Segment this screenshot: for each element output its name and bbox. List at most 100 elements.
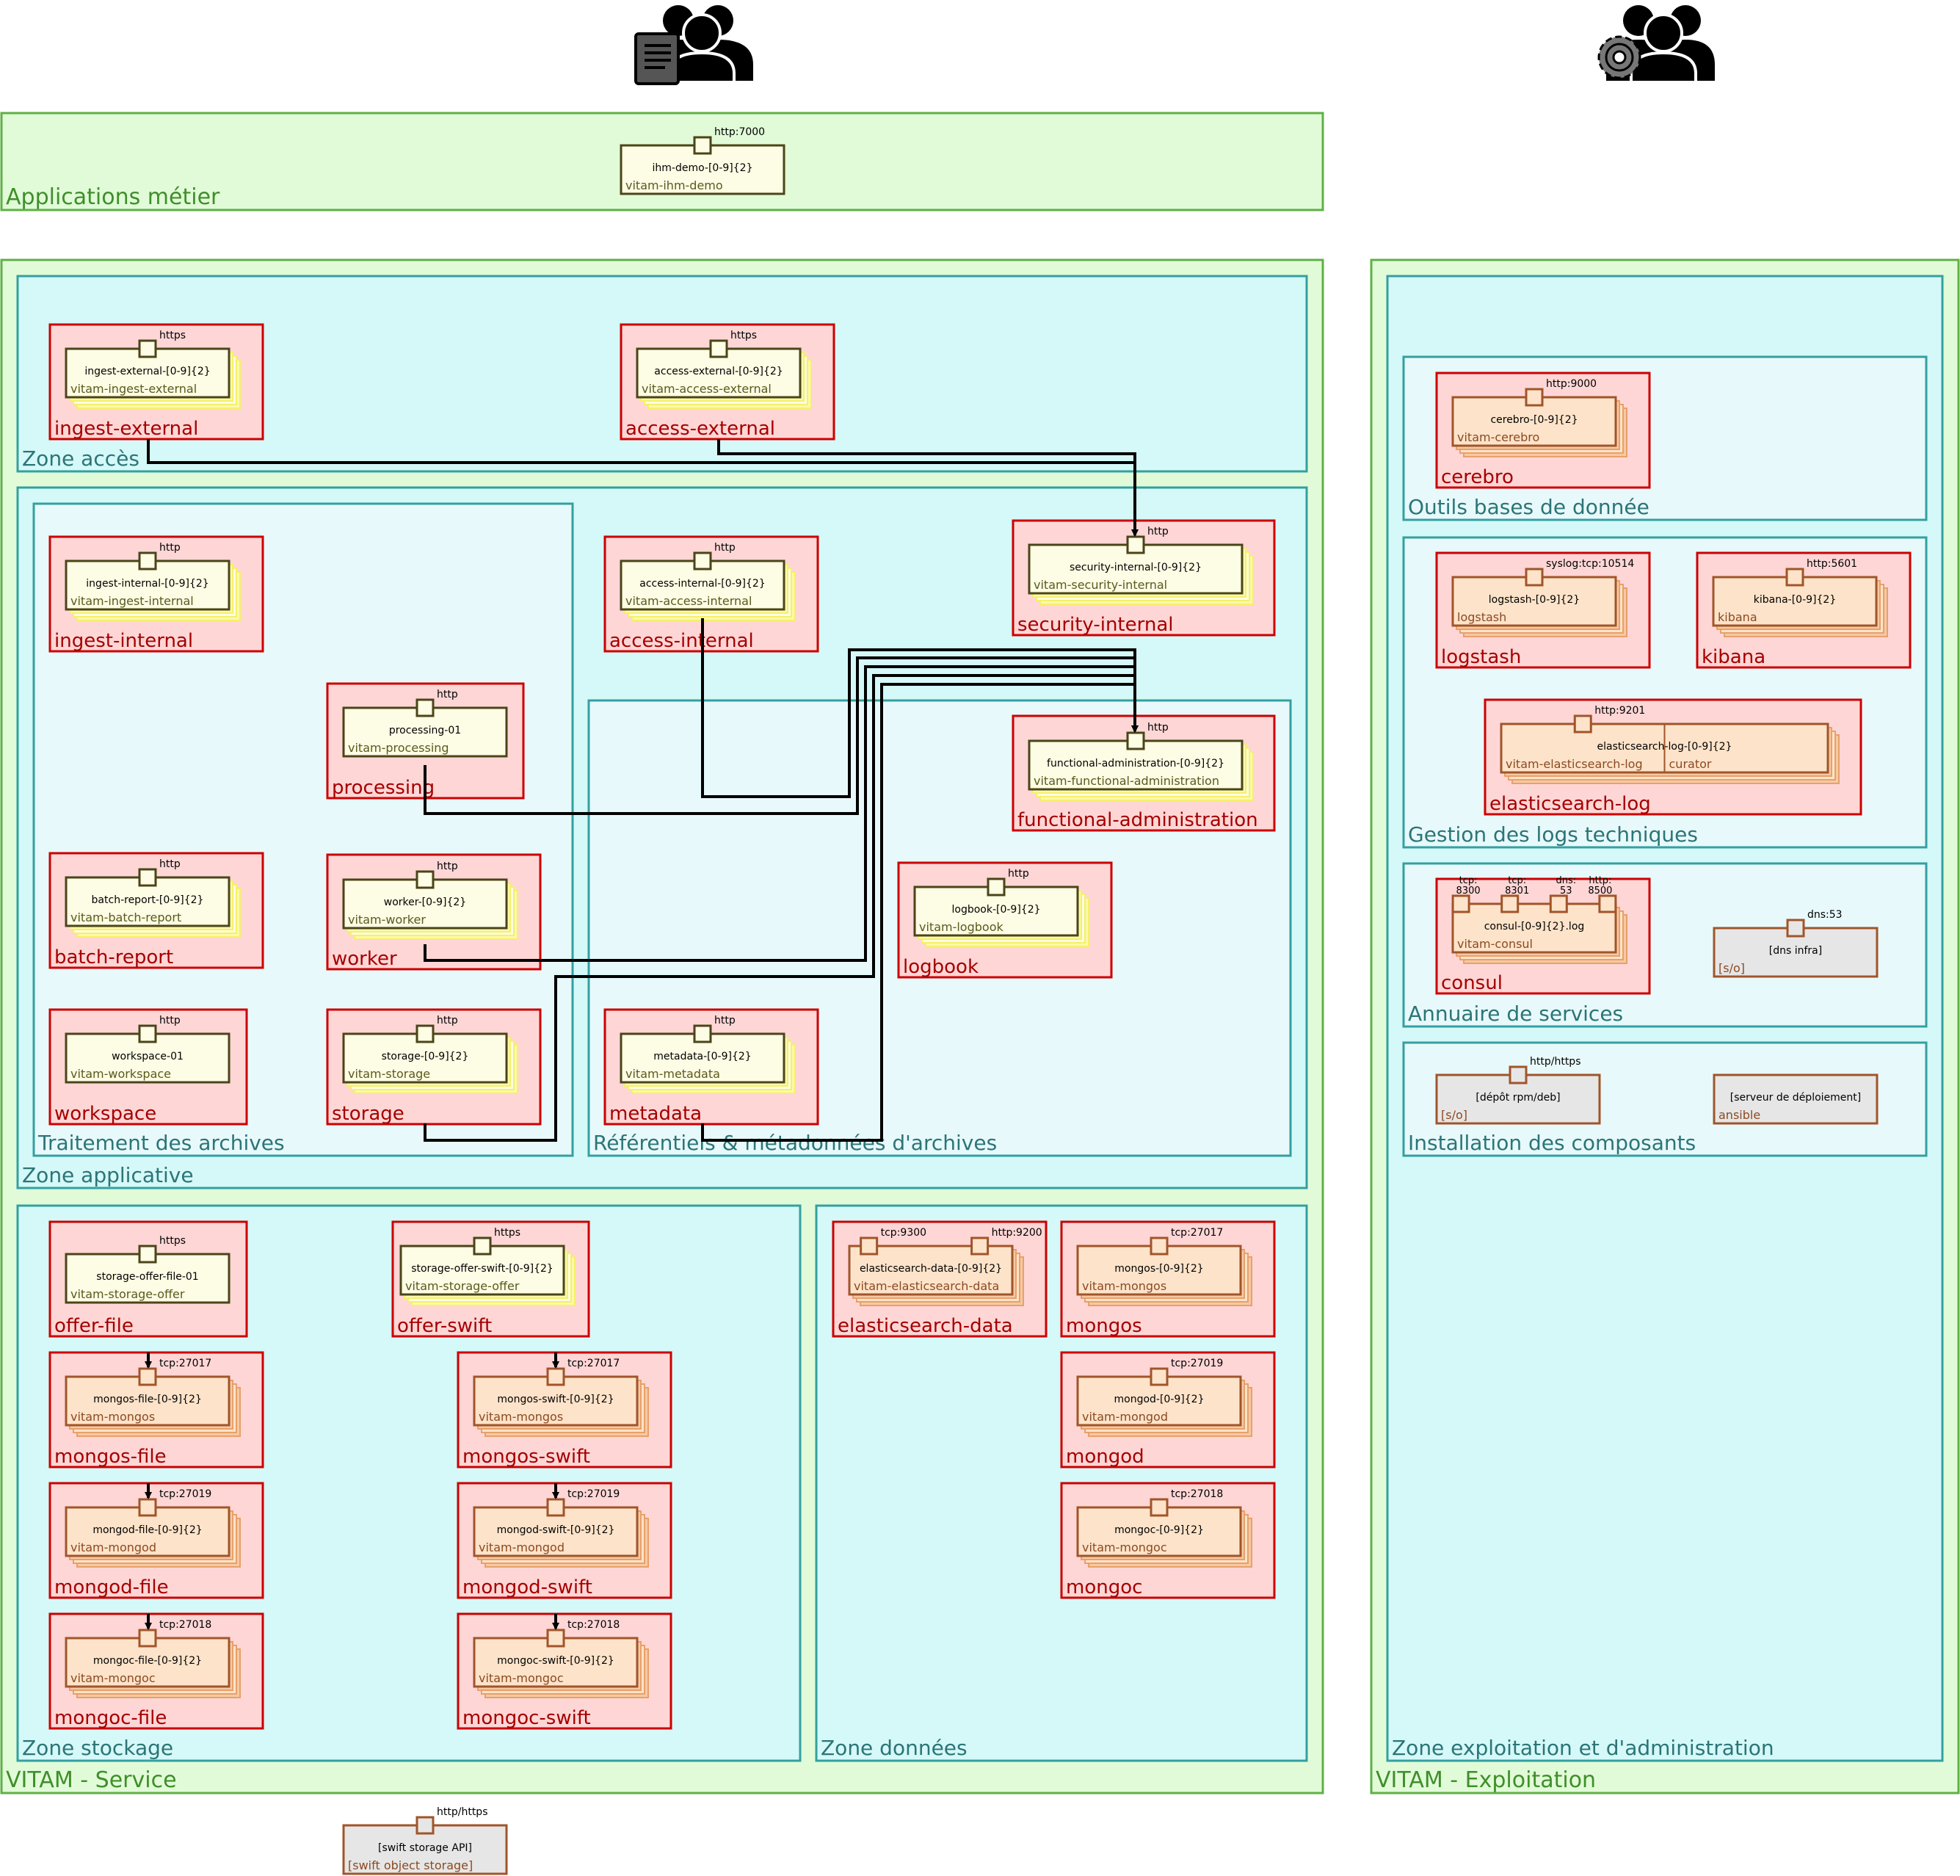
- component-storage-offer-swift[interactable]: storage-offer-swift-[0-9]{2}vitam-storag…: [399, 1227, 576, 1306]
- component-dns-infra[interactable]: [dns infra][s/o]dns:53: [1713, 909, 1879, 978]
- host-mongod-file-label: mongod-file: [54, 1576, 169, 1598]
- component-cerebro-port: http:9000: [1546, 378, 1597, 390]
- component-ingest-internal[interactable]: ingest-internal-[0-9]{2} vitam-ingest-int…: [65, 542, 241, 621]
- port-square: [138, 339, 157, 358]
- component-workspace-service: vitam-workspace: [70, 1067, 171, 1081]
- component-workspace-port: http: [159, 1015, 181, 1026]
- component-consul-port-proto: http:: [1589, 875, 1611, 886]
- component-elasticsearch-data[interactable]: elasticsearch-data-[0-9]{2}vitam-elastic…: [848, 1227, 1042, 1306]
- component-functional-administration[interactable]: functional-administration-[0-9]{2}vitam-…: [1028, 722, 1254, 801]
- port-square: [1451, 894, 1470, 913]
- component-serveur-deploiement[interactable]: [serveur de déploiement]ansible: [1713, 1073, 1879, 1125]
- zone-donnees-label: Zone données: [821, 1736, 968, 1760]
- component-logbook-port: http: [1008, 868, 1029, 880]
- component-consul-port-num: 8300: [1456, 886, 1481, 897]
- component-mongos-file-name: mongos-file-[0-9]{2}: [93, 1394, 202, 1405]
- component-elasticsearch-data-service: vitam-elasticsearch-data: [854, 1279, 999, 1293]
- port-square: [1785, 568, 1804, 587]
- component-batch-report-name: batch-report-[0-9]{2}: [92, 894, 204, 906]
- host-security-internal-label: security-internal: [1017, 614, 1174, 636]
- component-storage-offer-swift-port: https: [494, 1227, 520, 1239]
- port-square: [1126, 731, 1145, 750]
- component-mongos-file[interactable]: mongos-file-[0-9]{2}vitam-mongostcp:2701…: [65, 1358, 241, 1437]
- host-functional-administration-label: functional-administration: [1017, 809, 1258, 831]
- port-square: [415, 698, 435, 717]
- component-elasticsearch-log[interactable]: elasticsearch-log-[0-9]{2}vitam-elastics…: [1500, 705, 1840, 784]
- port-square: [138, 1245, 157, 1264]
- component-mongod-swift[interactable]: mongod-swift-[0-9]{2}vitam-mongodtcp:270…: [473, 1488, 649, 1568]
- host-mongos-label: mongos: [1066, 1315, 1142, 1337]
- port-square: [415, 870, 435, 889]
- component-swift-api-name: [swift storage API]: [378, 1842, 472, 1854]
- component-ingest-external[interactable]: ingest-external-[0-9]{2}vitam-ingest-ext…: [65, 330, 241, 409]
- component-serveur-deploiement-service: ansible: [1718, 1108, 1760, 1122]
- component-ingest-external-port: https: [159, 330, 186, 341]
- zone-exploitation-label: Zone exploitation et d'administration: [1392, 1736, 1774, 1760]
- component-access-internal[interactable]: access-internal-[0-9]{2}vitam-access-int…: [620, 542, 796, 621]
- port-square: [1573, 714, 1592, 734]
- port-square: [473, 1236, 492, 1256]
- component-mongod-name: mongod-[0-9]{2}: [1114, 1394, 1205, 1405]
- component-swift-api[interactable]: [swift storage API][swift object storage…: [342, 1806, 508, 1875]
- component-logstash[interactable]: logstash-[0-9]{2}logstashsyslog:tcp:1051…: [1451, 558, 1634, 637]
- component-batch-report[interactable]: batch-report-[0-9]{2}vitam-batch-reporth…: [65, 858, 241, 938]
- component-mongoc-swift[interactable]: mongoc-swift-[0-9]{2}vitam-mongoctcp:270…: [473, 1619, 649, 1698]
- component-storage-offer-file[interactable]: storage-offer-file-01vitam-storage-offer…: [65, 1235, 231, 1304]
- component-depot-rpm[interactable]: [dépôt rpm/deb][s/o]http/https: [1435, 1056, 1601, 1125]
- component-security-internal-service: vitam-security-internal: [1034, 578, 1167, 592]
- component-consul-name: consul-[0-9]{2}.log: [1484, 921, 1585, 932]
- host-mongoc-label: mongoc: [1066, 1576, 1142, 1598]
- component-mongod-file-service: vitam-mongod: [70, 1540, 156, 1554]
- host-logstash-label: logstash: [1441, 646, 1521, 668]
- component-batch-report-service: vitam-batch-report: [70, 910, 181, 924]
- component-cerebro-service: vitam-cerebro: [1457, 430, 1539, 444]
- component-workspace[interactable]: workspace-01 vitam-workspace http: [65, 1015, 231, 1084]
- component-dns-infra-port: dns:53: [1807, 909, 1843, 921]
- component-ihm-demo-name: ihm-demo-[0-9]{2}: [653, 162, 753, 174]
- port-square: [1150, 1498, 1169, 1517]
- host-logbook-label: logbook: [903, 956, 979, 978]
- component-kibana-name: kibana-[0-9]{2}: [1754, 594, 1836, 606]
- component-mongoc-name: mongoc-[0-9]{2}: [1114, 1524, 1204, 1536]
- component-mongoc-file[interactable]: mongoc-file-[0-9]{2}vitam-mongoctcp:2701…: [65, 1619, 241, 1698]
- component-mongod-file[interactable]: mongod-file-[0-9]{2}vitam-mongodtcp:2701…: [65, 1488, 241, 1568]
- component-mongos-file-port: tcp:27017: [159, 1358, 211, 1369]
- link-storage-fa: [424, 674, 1139, 1142]
- component-consul[interactable]: consul-[0-9]{2}.logvitam-consultcp:8300t…: [1451, 875, 1627, 964]
- host-consul-label: consul: [1441, 972, 1503, 994]
- component-ihm-demo-service: vitam-ihm-demo: [625, 178, 723, 192]
- component-ingest-internal-name: ingest-internal-[0-9]{2}: [86, 578, 208, 590]
- component-ingest-internal-service: vitam-ingest-internal: [70, 594, 194, 608]
- component-depot-rpm-name: [dépôt rpm/deb]: [1476, 1092, 1560, 1104]
- component-workspace-name: workspace-01: [112, 1051, 184, 1062]
- component-consul-port-num: 8500: [1588, 886, 1612, 897]
- port-square: [693, 551, 712, 571]
- port-square: [138, 551, 157, 571]
- host-access-external-label: access-external: [625, 418, 775, 440]
- component-mongod-swift-service: vitam-mongod: [479, 1540, 565, 1554]
- port-square: [138, 1024, 157, 1043]
- host-mongoc-swift-label: mongoc-swift: [462, 1707, 591, 1729]
- host-kibana-label: kibana: [1702, 646, 1765, 668]
- component-security-internal[interactable]: security-internal-[0-9]{2}vitam-security…: [1028, 526, 1254, 605]
- component-logbook-service: vitam-logbook: [919, 920, 1003, 934]
- component-dns-infra-name: [dns infra]: [1769, 945, 1822, 957]
- business-users-icon: [634, 5, 753, 85]
- zone-traitement-archives-label: Traitement des archives: [37, 1131, 285, 1155]
- component-elasticsearch-data-port1: tcp:9300: [881, 1227, 926, 1239]
- component-mongos-swift[interactable]: mongos-swift-[0-9]{2}vitam-mongostcp:270…: [473, 1358, 649, 1437]
- component-mongod-port: tcp:27019: [1171, 1358, 1223, 1369]
- port-square: [709, 339, 728, 358]
- component-access-external[interactable]: access-external-[0-9]{2}vitam-access-ext…: [636, 330, 812, 409]
